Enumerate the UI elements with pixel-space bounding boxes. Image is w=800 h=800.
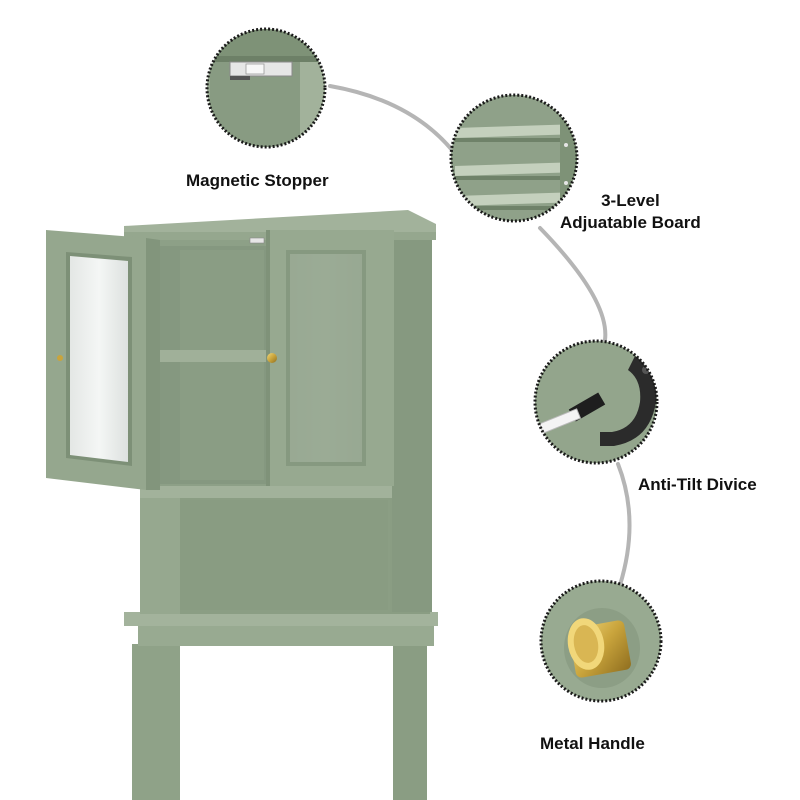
cabinet-door-right [266, 230, 394, 486]
cabinet-door-left-open [46, 230, 160, 490]
adjustable-board-closeup [449, 93, 579, 223]
connector-curve [328, 84, 632, 587]
adjustable-board-label-line1: 3-Level [601, 191, 660, 210]
metal-handle-closeup [539, 579, 663, 703]
cabinet-leg-left [132, 644, 180, 800]
door-knob-left [57, 355, 63, 361]
anti-tilt-closeup [533, 339, 659, 465]
cabinet-lower-shelf [124, 612, 438, 626]
metal-handle-label: Metal Handle [540, 734, 645, 753]
cabinet [46, 210, 438, 800]
adjustable-board-label-line2: Adjuatable Board [560, 213, 701, 232]
cabinet-leg-right [393, 644, 427, 800]
magnetic-stopper-closeup [205, 27, 327, 149]
adjustable-board-label: 3-Level Adjuatable Board [560, 190, 701, 234]
door-knob-right [267, 353, 277, 363]
cabinet-middle-shelf [140, 484, 392, 498]
magnetic-stopper-label: Magnetic Stopper [186, 171, 329, 190]
anti-tilt-label: Anti-Tilt Divice [638, 475, 757, 494]
